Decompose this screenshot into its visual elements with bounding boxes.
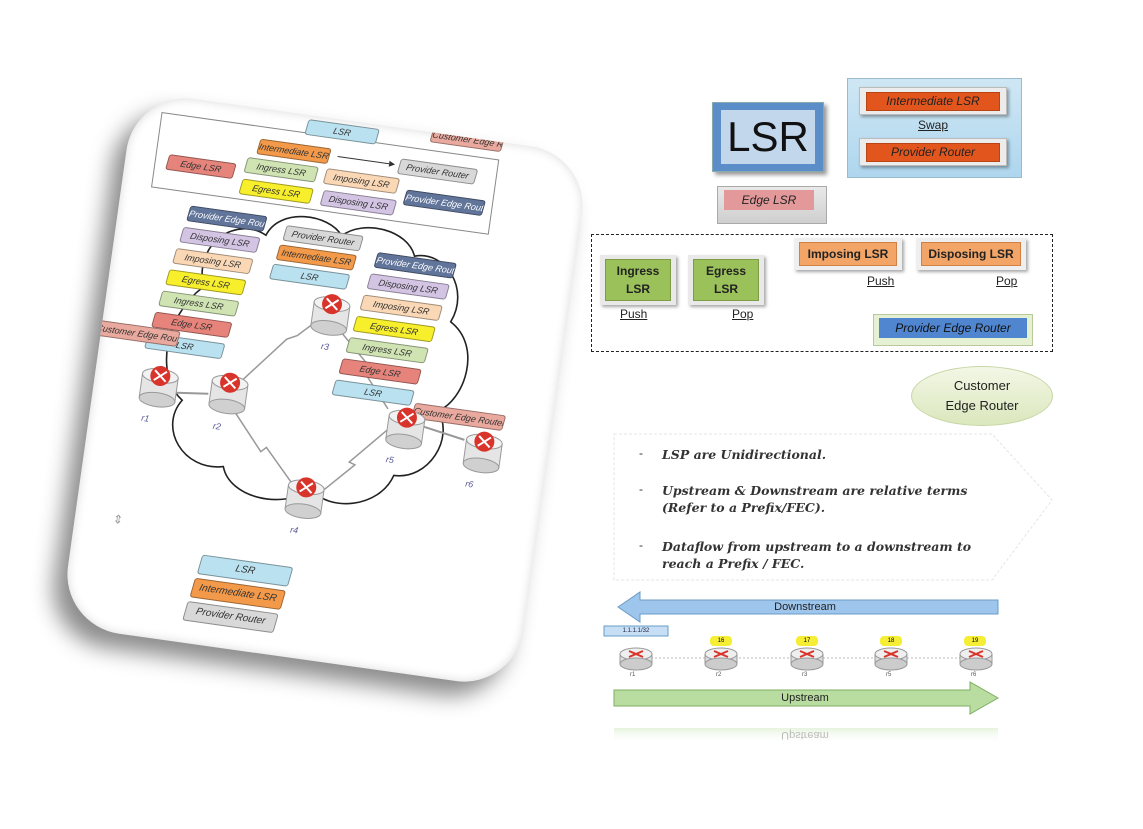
note-1-text: LSP are Unidirectional. <box>662 447 827 462</box>
flow-router-label-r3: r3 <box>802 672 808 678</box>
link-r4-r5 <box>320 428 389 493</box>
upstream-label: Upstream <box>781 692 829 704</box>
edge-lsr-group <box>591 234 1053 352</box>
label-17: 17 <box>803 638 811 644</box>
label-18: 18 <box>887 638 895 644</box>
push-imposing-label: Push <box>867 274 895 288</box>
router-label-r4: r4 <box>289 524 299 536</box>
note-3: Dataflow from upstream to a downstream t… <box>662 538 992 572</box>
intermediate-lsr-box: Intermediate LSR <box>859 87 1007 115</box>
label-oval-17 <box>796 636 818 646</box>
link-r2-r3 <box>233 317 321 388</box>
network-card-body: LSR Customer Edge Router Intermediate LS… <box>59 90 591 690</box>
note-2-line1: Upstream & Downstream are relative terms <box>662 483 968 498</box>
note-bullet-3: - <box>639 538 643 552</box>
note-3-line2: reach a Prefix / FEC. <box>662 556 805 571</box>
egress-lsr-line2: LSR <box>714 282 738 296</box>
intermediate-lsr-label: Intermediate LSR <box>866 92 1000 111</box>
pop-egress-label: Pop <box>732 307 754 321</box>
edge-lsr-legend-label: Edge LSR <box>724 190 814 210</box>
swap-label: Swap <box>918 118 949 132</box>
label-19: 19 <box>971 638 979 644</box>
label-oval-19 <box>964 636 986 646</box>
label-oval-16 <box>710 636 732 646</box>
provider-router-label: Provider Router <box>866 143 1000 162</box>
router-label-r6: r6 <box>464 478 474 490</box>
flow-router-icon-r5 <box>874 647 908 671</box>
note-1: LSP are Unidirectional. <box>662 446 992 463</box>
downstream-label: Downstream <box>774 601 836 613</box>
link-r2-r4 <box>231 406 297 490</box>
note-2: Upstream & Downstream are relative terms… <box>662 482 992 516</box>
legend-arrowhead <box>388 160 396 167</box>
flow-router-label-r2: r2 <box>716 672 722 678</box>
lsr-legend-box: LSR <box>712 102 824 172</box>
flow-diagram: Downstream 1.1.1.1/32 16 17 18 19 r1 r2 … <box>600 590 1010 750</box>
flow-router-label-r5: r5 <box>886 672 892 678</box>
flow-router-icon-r3 <box>790 647 824 671</box>
egress-lsr-line1: Egress <box>705 264 747 278</box>
legend-arrow <box>337 155 390 165</box>
note-bullet-1: - <box>639 446 643 460</box>
flow-router-icon-r1 <box>619 647 653 671</box>
router-label-r2: r2 <box>212 420 222 432</box>
provider-edge-router-box: Provider Edge Router <box>873 314 1033 346</box>
upstream-arrow <box>613 681 1000 715</box>
note-2-line2: (Refer to a Prefix/FEC). <box>662 500 826 515</box>
router-icon-r3 <box>310 294 351 336</box>
flow-router-icon-r6 <box>959 647 993 671</box>
flow-router-label-r6: r6 <box>971 672 977 678</box>
provider-router-box: Provider Router <box>859 138 1007 166</box>
flow-router-icon-r2 <box>704 647 738 671</box>
prefix-label: 1.1.1.1/32 <box>622 628 650 634</box>
router-label-r5: r5 <box>385 454 395 466</box>
push-ingress-label: Push <box>620 307 648 321</box>
pop-disposing-label: Pop <box>996 274 1018 288</box>
edge-lsr-legend-box: Edge LSR <box>717 186 827 224</box>
disposing-lsr-label: Disposing LSR <box>921 242 1021 266</box>
notes-panel: - LSP are Unidirectional. - Upstream & D… <box>612 432 1054 582</box>
router-icon-r5 <box>385 407 426 450</box>
lsr-legend-label: LSR <box>721 110 815 164</box>
customer-edge-line1: Customer <box>953 378 1011 393</box>
label-oval-18 <box>880 636 902 646</box>
router-icon-r2 <box>208 372 249 415</box>
note-bullet-2: - <box>639 482 643 496</box>
router-label-r3: r3 <box>320 341 330 353</box>
imposing-lsr-label: Imposing LSR <box>799 242 897 266</box>
note-3-line1: Dataflow from upstream to a downstream t… <box>662 539 972 554</box>
provider-edge-router-label: Provider Edge Router <box>879 318 1027 338</box>
imposing-lsr-box: Imposing LSR <box>794 238 902 270</box>
network-card: LSR Customer Edge Router Intermediate LS… <box>59 90 591 690</box>
router-icon-r6 <box>462 431 503 474</box>
intermediate-panel: Intermediate LSR Swap Provider Router <box>847 78 1022 178</box>
router-icon-r4 <box>284 477 325 519</box>
prefix-box <box>603 625 669 637</box>
router-icon-r1 <box>138 365 179 408</box>
flow-svg <box>603 591 1000 744</box>
downstream-arrow <box>617 591 999 623</box>
disposing-lsr-box: Disposing LSR <box>916 238 1026 270</box>
upstream-reflection-label: Upstream <box>781 729 829 741</box>
cursor-icon: ⇕ <box>112 511 124 528</box>
ingress-lsr-line2: LSR <box>626 282 650 296</box>
notes-arrow-shape <box>613 433 1053 581</box>
router-label-r1: r1 <box>140 412 150 424</box>
flow-router-label-r1: r1 <box>630 672 636 678</box>
ingress-lsr-line1: Ingress <box>616 264 660 278</box>
label-16: 16 <box>717 638 725 644</box>
upstream-reflection <box>614 728 998 744</box>
customer-edge-line2: Edge Router <box>945 398 1019 413</box>
